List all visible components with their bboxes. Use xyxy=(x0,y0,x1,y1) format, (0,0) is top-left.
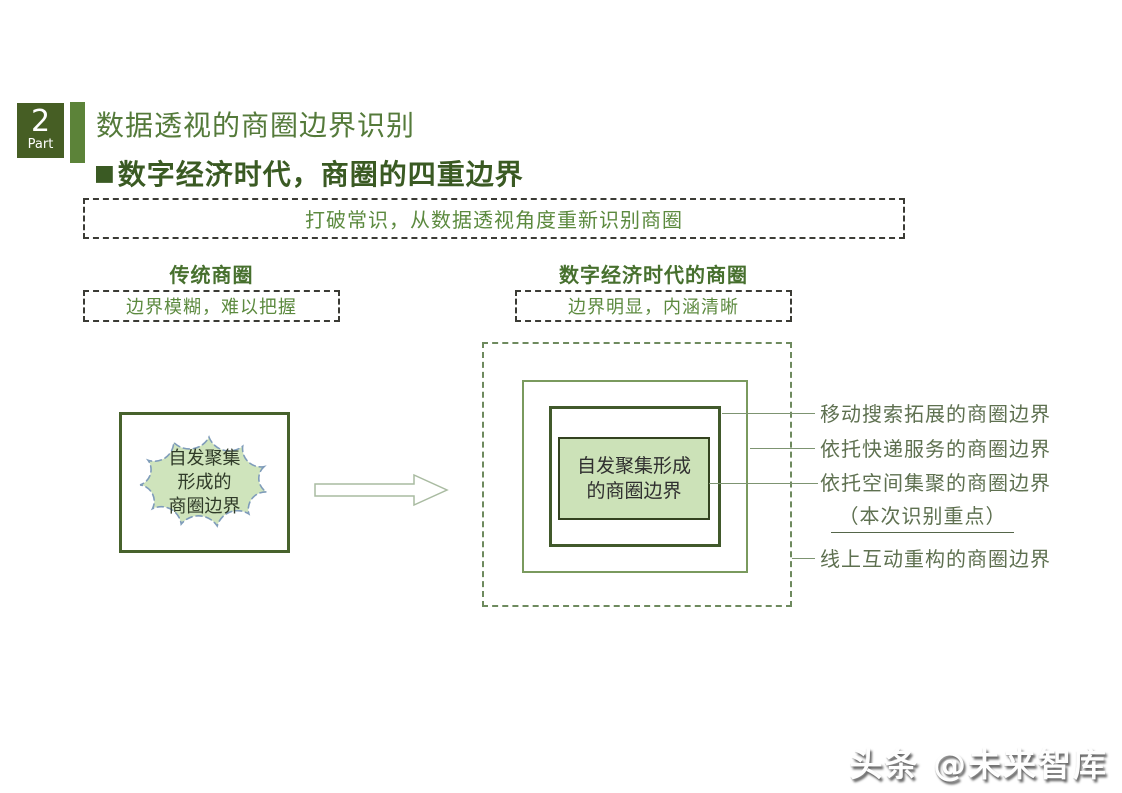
part-badge: 2 Part xyxy=(17,103,64,158)
left-column-tag: 边界模糊，难以把握 xyxy=(83,290,340,322)
online-interaction-boundary-box xyxy=(482,342,792,607)
label-spatial-cluster-boundary: 依托空间集聚的商圈边界 xyxy=(820,471,1051,495)
connector-line-4 xyxy=(792,558,815,559)
traditional-district-box: 自发聚集 形成的 商圈边界 xyxy=(119,412,290,553)
connector-line-3 xyxy=(709,483,818,484)
connector-line-1 xyxy=(722,413,815,414)
section-heading: ■ 数字经济时代，商圈的四重边界 xyxy=(94,153,524,193)
express-delivery-boundary-box xyxy=(522,380,748,573)
part-label: Part xyxy=(27,137,54,152)
label-mobile-search-boundary: 移动搜索拓展的商圈边界 xyxy=(820,402,1051,426)
watermark: 头条 @未来智库 xyxy=(849,745,1108,784)
mobile-search-boundary-box xyxy=(549,406,721,547)
right-column-title: 数字经济时代的商圈 xyxy=(559,263,748,287)
left-column-tag-text: 边界模糊，难以把握 xyxy=(126,297,297,318)
left-column-title: 传统商圈 xyxy=(169,263,254,287)
cloud-label-line3: 商圈边界 xyxy=(168,495,241,517)
cloud-label-line2: 形成的 xyxy=(177,471,232,493)
connector-line-2 xyxy=(750,448,815,449)
label-express-delivery-boundary: 依托快递服务的商圈边界 xyxy=(820,437,1051,461)
section-heading-text: 数字经济时代，商圈的四重边界 xyxy=(117,158,524,191)
spatial-cluster-core-box: 自发聚集形成 的商圈边界 xyxy=(558,437,710,520)
cloud-shape xyxy=(139,435,270,528)
core-box-line1: 自发聚集形成 xyxy=(576,454,691,477)
banner-text: 打破常识，从数据透视角度重新识别商圈 xyxy=(305,208,683,232)
page-title: 数据透视的商圈边界识别 xyxy=(96,109,416,142)
cloud-label-line1: 自发聚集 xyxy=(168,447,241,469)
cloud-label: 自发聚集 形成的 商圈边界 xyxy=(122,415,287,550)
cloud-shape-path xyxy=(139,435,270,528)
right-column-tag-text: 边界明显，内涵清晰 xyxy=(568,297,739,318)
right-arrow-icon xyxy=(314,473,449,507)
right-column-tag: 边界明显，内涵清晰 xyxy=(515,290,792,322)
core-box-line2: 的商圈边界 xyxy=(586,479,682,502)
label-online-interaction-boundary: 线上互动重构的商圈边界 xyxy=(820,547,1051,571)
part-number: 2 xyxy=(30,104,51,139)
banner-box: 打破常识，从数据透视角度重新识别商圈 xyxy=(83,198,905,239)
square-bullet-icon: ■ xyxy=(94,160,116,186)
label-key-focus-note: （本次识别重点） xyxy=(831,503,1014,533)
accent-bar xyxy=(70,102,85,163)
